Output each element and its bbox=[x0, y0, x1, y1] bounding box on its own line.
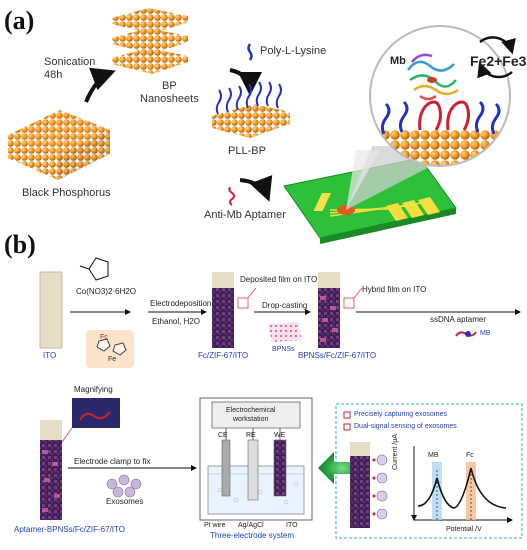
aptamer-arrow bbox=[239, 175, 273, 202]
bpns-sheet bbox=[268, 322, 302, 342]
peak-fc-label: Fc bbox=[466, 452, 474, 459]
redox-cycle-icon bbox=[477, 36, 516, 79]
three-electrode-label: Three-electrode system bbox=[210, 531, 295, 540]
sonication-arrow bbox=[84, 67, 116, 103]
exosomes-label: Exosomes bbox=[106, 497, 144, 506]
peak-mb-label: MB bbox=[428, 452, 439, 459]
black-phosphorus-label: Black Phosphorus bbox=[22, 187, 111, 199]
we-label: WE bbox=[274, 432, 286, 439]
ferrocene-box bbox=[86, 330, 134, 368]
panel-b-label: (b) bbox=[4, 230, 36, 259]
hybrid-film-label: Hybrid film on ITO bbox=[362, 285, 427, 294]
sonication-label: Sonication 48h bbox=[44, 56, 96, 81]
ce-label: CE bbox=[218, 432, 228, 439]
electrodeposition-label: Electrodeposition bbox=[150, 299, 212, 308]
three-electrode-cell bbox=[199, 397, 313, 521]
aptamer-full-label: Aptamer-BPNSs/Fc/ZIF-67/ITO bbox=[14, 525, 125, 534]
mb-protein-label: Mb bbox=[390, 55, 406, 67]
ito-electrode bbox=[39, 271, 63, 349]
deposited-film-label: Deposited film on ITO bbox=[240, 275, 318, 284]
imidazole-structure bbox=[79, 257, 109, 281]
panel-a-label: (a) bbox=[4, 6, 35, 35]
legend-square-2 bbox=[343, 423, 351, 431]
aptamer-icon bbox=[228, 186, 235, 206]
pll-bp-label: PLL-BP bbox=[228, 145, 266, 157]
legend-1-label: Precisely capturing exosomes bbox=[354, 411, 447, 418]
current-axis-label: Current /μA bbox=[392, 434, 399, 470]
exosomes-icon bbox=[106, 474, 142, 498]
sensor-chip bbox=[283, 157, 457, 244]
ito-label: ITO bbox=[43, 351, 57, 360]
bp-nanosheets-stack bbox=[112, 8, 188, 74]
fe-redox-label: Fe2+Fe3+ bbox=[470, 53, 527, 69]
co-reagent-label: Co(NO3)2·6H2O bbox=[76, 287, 137, 296]
bp-nanosheets-label: BP Nanosheets bbox=[140, 80, 199, 105]
anti-mb-aptamer-label: Anti-Mb Aptamer bbox=[204, 209, 286, 221]
poly-l-lysine-label: Poly-L-Lysine bbox=[260, 45, 327, 57]
ssdna-aptamer-label: ssDNA aptamer bbox=[430, 315, 487, 324]
electrode-clamp-label: Electrode clamp to fix bbox=[74, 457, 151, 466]
ethanol-label: Ethanol, H2O bbox=[152, 317, 201, 326]
ag-agcl-label: Ag/AgCl bbox=[238, 522, 264, 529]
captured-exosomes bbox=[376, 454, 388, 520]
cv-plot bbox=[411, 446, 513, 523]
pll-bp-sheet bbox=[212, 81, 290, 138]
pt-wire-label: Pt wire bbox=[204, 522, 226, 529]
pll-icon bbox=[247, 43, 253, 61]
result-box bbox=[335, 403, 523, 539]
magnify-inset bbox=[72, 398, 120, 428]
drop-casting-label: Drop-casting bbox=[262, 301, 308, 310]
fe-label: Fe bbox=[108, 356, 117, 363]
legend-2-label: Dual-signal sensing of exosomes bbox=[354, 423, 457, 430]
bpns-fc-zif-ito-label: BPNSs/Fc/ZIF-67/ITO bbox=[298, 351, 377, 360]
potential-axis-label: Potential /V bbox=[446, 526, 482, 533]
fc-zif-electrode bbox=[212, 272, 234, 348]
workstation-label: Electrochemical workstation bbox=[226, 407, 276, 423]
pll-arrow bbox=[229, 68, 262, 96]
bpns-label: BPNSs bbox=[272, 346, 295, 353]
re-label: RE bbox=[246, 432, 256, 439]
fc-label: Fc bbox=[100, 334, 108, 341]
ito-electrode-label: ITO bbox=[286, 522, 298, 529]
fc-zif-ito-label: Fc/ZIF-67/ITO bbox=[198, 351, 249, 360]
black-phosphorus-block bbox=[8, 110, 110, 180]
mb-label: MB bbox=[480, 330, 491, 337]
legend-square-1 bbox=[343, 411, 351, 419]
magnifying-label: Magnifying bbox=[74, 385, 113, 394]
